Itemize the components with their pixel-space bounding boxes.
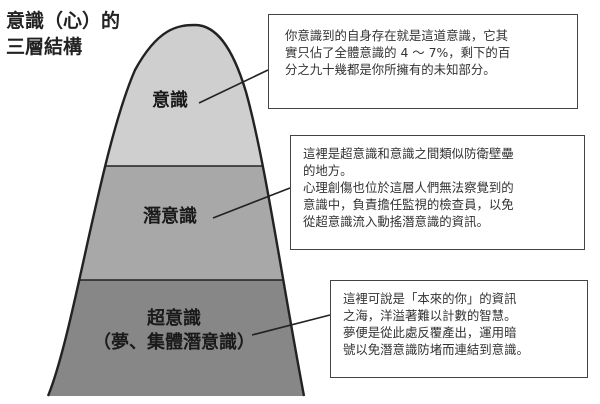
note-line: 心理創傷也位於這層人們無法察覺到的 [303, 180, 514, 195]
layer-label-line: 超意識 [147, 308, 201, 329]
layer-label-line: 意識 [152, 90, 188, 111]
note-line: 的地方。 [303, 163, 353, 178]
connector-line-conscious [198, 69, 269, 104]
title-line: 三層結構 [6, 36, 83, 58]
connector-line-subconscious [212, 187, 291, 219]
layer-band-superconscious [48, 280, 304, 396]
layer-label-subconscious: 潛意識 [125, 206, 215, 228]
layer-label-line: （夢、集體潛意識） [93, 332, 255, 353]
note-line: 夢便是從此處反覆產出，運用暗 [343, 325, 517, 340]
note-line: 號以免潛意識防堵而連結到意識。 [343, 342, 529, 357]
note-box-subconscious: 這裡是超意識和意識之間類似防衛壁壘 的地方。 心理創傷也位於這層人們無法察覺到的… [290, 135, 585, 250]
note-line: 這裡是超意識和意識之間類似防衛壁壘 [303, 146, 514, 161]
note-line: 實只佔了全體意識的 4 ～ 7%，剩下的百 [285, 45, 511, 60]
note-line: 分之九十幾都是你所擁有的未知部分。 [285, 62, 496, 77]
diagram-title: 意識（心）的 三層結構 [6, 8, 120, 60]
mountain-outline [46, 23, 306, 397]
title-line: 意識（心）的 [6, 10, 121, 32]
note-line: 你意識到的自身存在就是這道意識，它其 [285, 28, 509, 43]
note-line: 這裡可說是「本來的你」的資訊 [343, 291, 517, 306]
note-line: 之海，洋溢著難以計數的智慧。 [343, 308, 517, 323]
note-box-superconscious: 這裡可說是「本來的你」的資訊 之海，洋溢著難以計數的智慧。 夢便是從此處反覆產出… [330, 280, 588, 378]
connector-line-superconscious [251, 314, 331, 336]
note-line: 從超意識流入動搖潛意識的資訊。 [303, 214, 489, 229]
layer-label-line: 潛意識 [143, 206, 197, 227]
layer-label-superconscious: 超意識 （夢、集體潛意識） [74, 307, 274, 355]
layer-label-conscious: 意識 [140, 90, 200, 112]
note-line: 意識中，負責擔任監視的檢查員，以免 [303, 197, 514, 212]
note-box-conscious: 你意識到的自身存在就是這道意識，它其 實只佔了全體意識的 4 ～ 7%，剩下的百… [268, 14, 578, 109]
